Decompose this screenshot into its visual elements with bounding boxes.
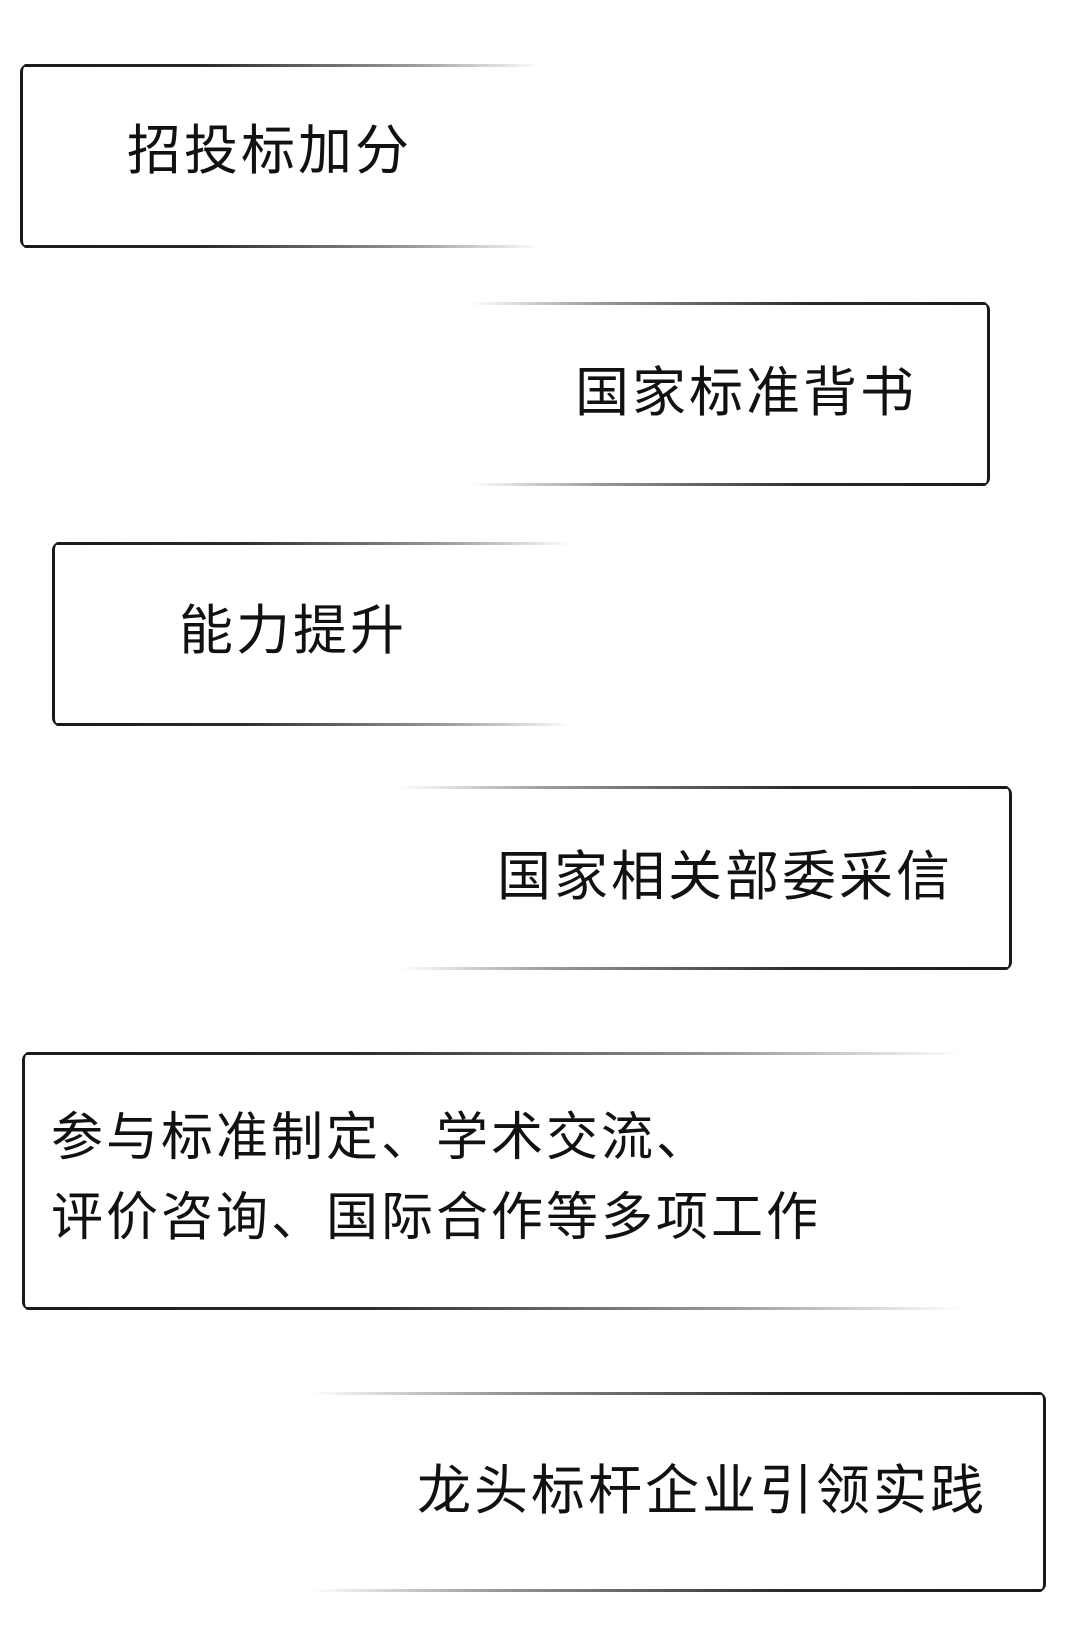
- benefit-label: 国家标准背书: [575, 361, 917, 424]
- benefit-card-capability: 能力提升: [52, 542, 572, 726]
- benefit-label: 龙头标杆企业引领实践: [417, 1459, 987, 1522]
- benefit-label-line-2: 评价咨询、国际合作等多项工作: [51, 1188, 822, 1248]
- benefit-card-national-standard: 国家标准背书: [470, 302, 990, 486]
- benefit-label: 招投标加分: [127, 119, 412, 182]
- benefit-card-bidding: 招投标加分: [20, 64, 540, 248]
- benefit-card-ministry: 国家相关部委采信: [400, 786, 1012, 970]
- benefit-card-participation: 参与标准制定、学术交流、 评价咨询、国际合作等多项工作: [22, 1052, 962, 1310]
- benefit-label-line-1: 参与标准制定、学术交流、: [51, 1108, 712, 1168]
- benefit-label: 国家相关部委采信: [497, 845, 953, 908]
- benefit-label: 能力提升: [179, 599, 407, 662]
- benefit-card-industry-leader: 龙头标杆企业引领实践: [310, 1392, 1046, 1592]
- benefit-label-multiline: 参与标准制定、学术交流、 评价咨询、国际合作等多项工作: [51, 1098, 821, 1258]
